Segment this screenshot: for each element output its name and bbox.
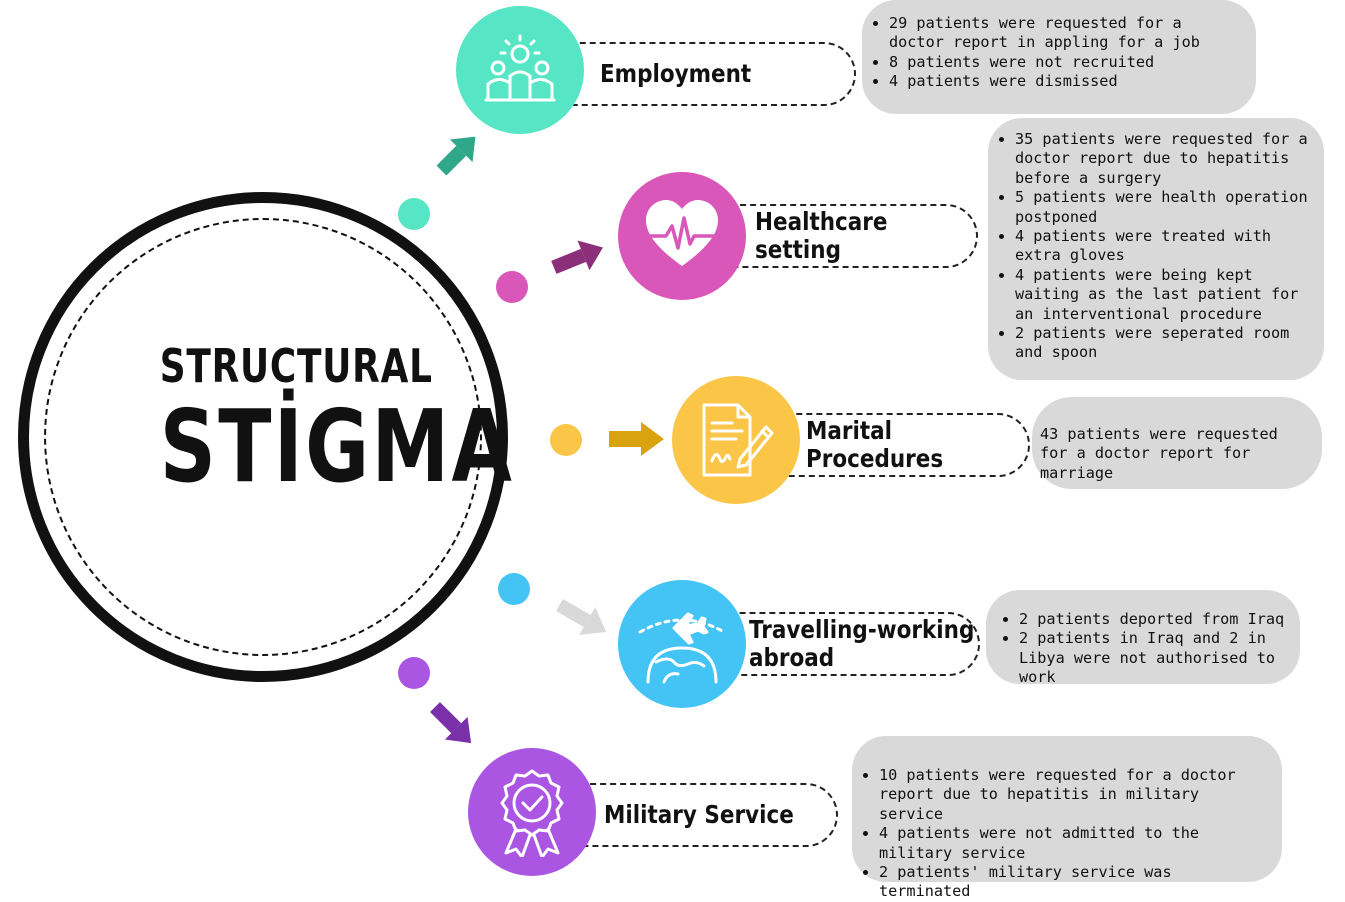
arrows-layer xyxy=(430,136,664,744)
employment-label: Employment xyxy=(600,59,752,88)
marital-label: Marital Procedures xyxy=(806,417,943,473)
people-group-icon xyxy=(484,34,556,102)
healthcare-info-box: 35 patients were requested for a doctor … xyxy=(988,118,1324,380)
military-info-box: 10 patients were requested for a doctor … xyxy=(852,736,1282,900)
travelling-fact: 2 patients deported from Iraq xyxy=(1019,610,1290,629)
employment-fact: 4 patients were dismissed xyxy=(889,72,1238,91)
travelling-arrow xyxy=(555,598,607,635)
marital-label-line1: Marital xyxy=(806,416,893,445)
military-label: Military Service xyxy=(604,800,794,829)
heartbeat-icon xyxy=(644,200,720,266)
healthcare-fact: 5 patients were health operation postpon… xyxy=(1015,188,1310,227)
military-dot xyxy=(398,657,430,689)
travelling-dot xyxy=(498,573,530,605)
travelling-facts: 2 patients deported from Iraq 2 patients… xyxy=(996,610,1290,688)
healthcare-label: Healthcare setting xyxy=(755,208,887,264)
marital-label-line2: Procedures xyxy=(806,444,944,473)
healthcare-fact: 35 patients were requested for a doctor … xyxy=(1015,130,1310,188)
healthcare-dot xyxy=(496,271,528,303)
military-fact: 4 patients were not admitted to the mili… xyxy=(879,824,1270,863)
employment-icon-circle xyxy=(456,6,584,134)
healthcare-fact: 4 patients were treated with extra glove… xyxy=(1015,227,1310,266)
marital-dot xyxy=(550,424,582,456)
military-icon-circle xyxy=(468,748,596,876)
travelling-label: Travelling-working abroad xyxy=(749,616,974,672)
travelling-icon-circle xyxy=(618,580,746,708)
travelling-info-box: 2 patients deported from Iraq 2 patients… xyxy=(986,590,1300,686)
military-facts: 10 patients were requested for a doctor … xyxy=(856,766,1270,902)
employment-dot xyxy=(398,198,430,230)
employment-fact: 8 patients were not recruited xyxy=(889,53,1238,72)
marital-info-box: 43 patients were requested for a doctor … xyxy=(1032,397,1322,489)
healthcare-arrow xyxy=(551,240,603,274)
signed-document-icon xyxy=(702,403,774,477)
marital-fact: 43 patients were requested for a doctor … xyxy=(1040,425,1278,482)
employment-info-box: 29 patients were requested for a doctor … xyxy=(862,0,1256,114)
healthcare-fact: 4 patients were being kept waiting as th… xyxy=(1015,266,1310,324)
marital-arrow xyxy=(609,422,664,456)
employment-arrow xyxy=(436,136,476,176)
airplane-globe-icon xyxy=(638,612,726,684)
healthcare-label-line1: Healthcare xyxy=(755,207,888,236)
healthcare-icon-circle xyxy=(618,172,746,300)
military-arrow xyxy=(430,702,472,744)
healthcare-fact: 2 patients were seperated room and spoon xyxy=(1015,324,1310,363)
employment-facts: 29 patients were requested for a doctor … xyxy=(866,14,1238,92)
military-fact: 2 patients' military service was termina… xyxy=(879,863,1270,902)
military-fact: 10 patients were requested for a doctor … xyxy=(879,766,1270,824)
award-badge-icon xyxy=(500,769,564,857)
healthcare-facts: 35 patients were requested for a doctor … xyxy=(992,130,1310,363)
travelling-label-line1: Travelling-working xyxy=(749,615,975,644)
travelling-fact: 2 patients in Iraq and 2 in Libya were n… xyxy=(1019,629,1290,687)
travelling-label-line2: abroad xyxy=(749,643,835,672)
inner-dashed-ring xyxy=(44,218,482,656)
structural-stigma-circle xyxy=(18,192,508,682)
employment-fact: 29 patients were requested for a doctor … xyxy=(889,14,1238,53)
marital-icon-circle xyxy=(672,376,800,504)
healthcare-label-line2: setting xyxy=(755,235,841,264)
